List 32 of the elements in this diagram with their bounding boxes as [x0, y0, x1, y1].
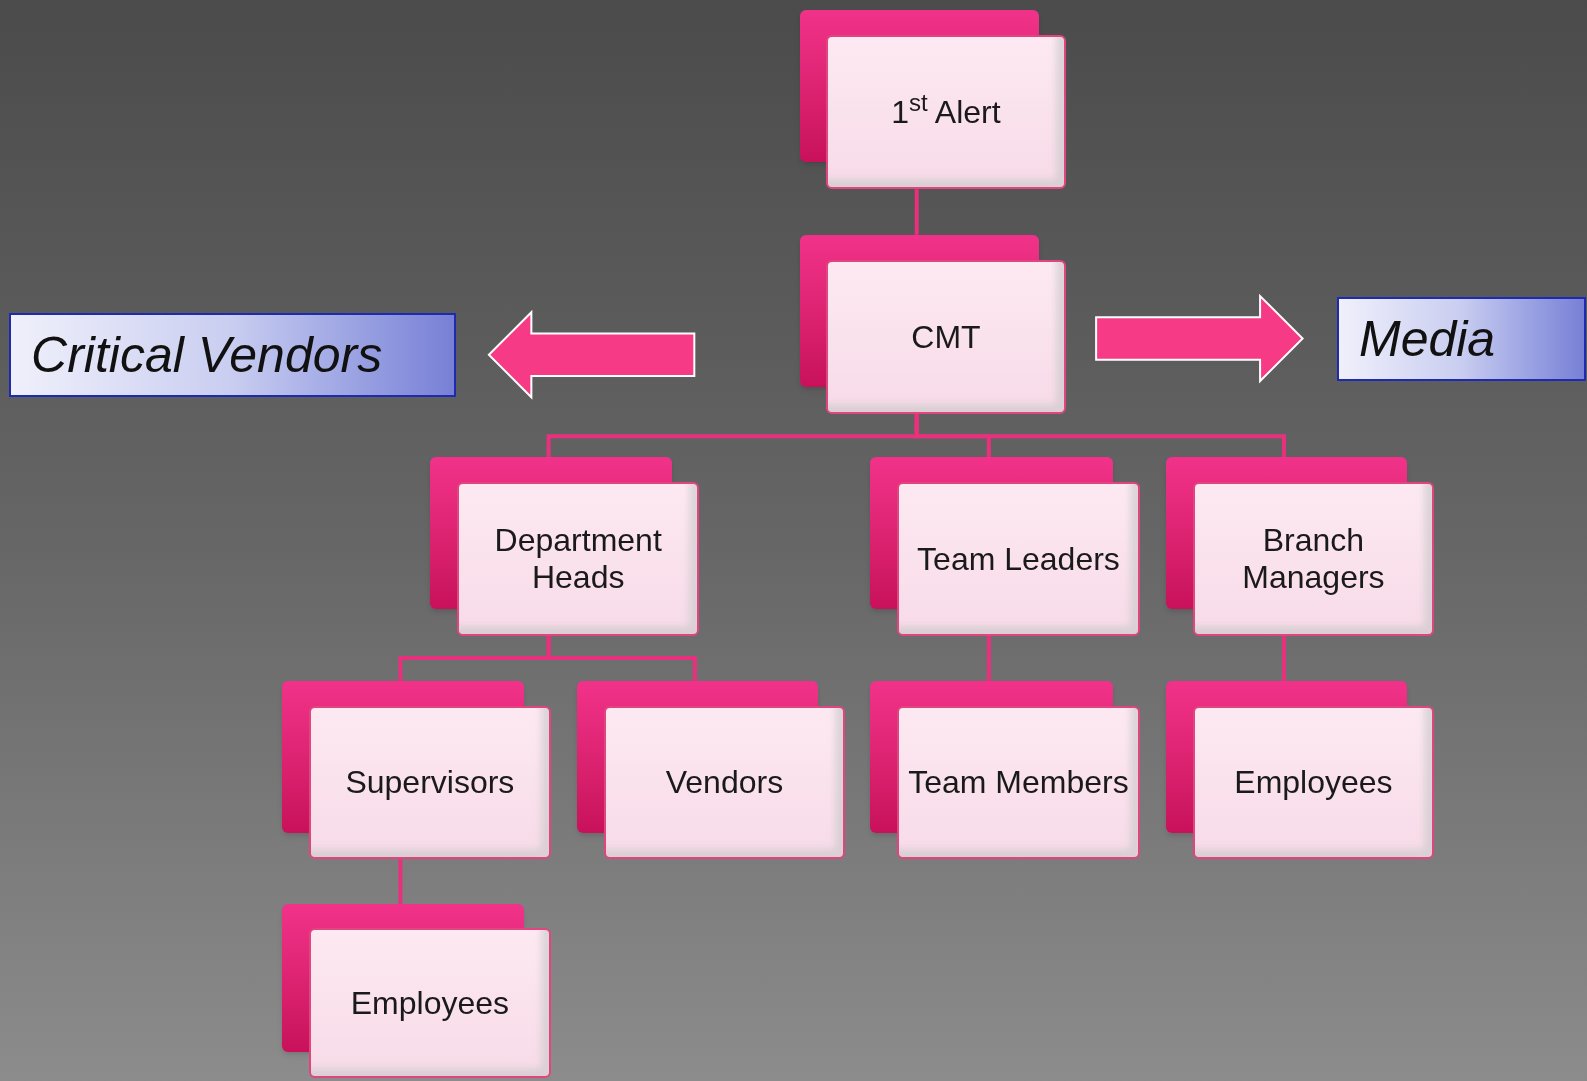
- box-label: Department Heads: [493, 522, 663, 596]
- connector-line: [986, 635, 991, 682]
- box-label: 1$^{st}$ Alert: [891, 93, 1001, 131]
- connector-line: [914, 413, 1286, 458]
- org-chart-box: [1165, 457, 1435, 636]
- label-banner: [1337, 296, 1586, 381]
- org-chart-box: [799, 10, 1066, 190]
- org-chart-box: [870, 681, 1140, 860]
- block-arrow: [1095, 293, 1304, 384]
- org-chart-box: [282, 681, 551, 860]
- connector-line: [914, 189, 919, 235]
- box-label: Team Leaders: [917, 540, 1120, 578]
- box-label: Employees: [350, 984, 510, 1022]
- org-chart-box: [1165, 681, 1435, 860]
- org-chart-box: [576, 681, 846, 860]
- connector-line: [398, 859, 403, 904]
- banner-label: Critical Vendors: [31, 329, 383, 380]
- box-label: Vendors: [665, 764, 784, 802]
- box-label: Team Members: [908, 764, 1129, 802]
- connector-line: [1281, 635, 1286, 682]
- box-label: CMT: [911, 318, 981, 356]
- box-label: Employees: [1234, 764, 1393, 802]
- org-chart-box: [799, 234, 1066, 414]
- box-label: Supervisors: [345, 764, 515, 802]
- org-chart-box: [430, 457, 700, 636]
- block-arrow: [487, 309, 696, 400]
- org-chart-box: [870, 457, 1140, 636]
- label-banner: [9, 312, 457, 397]
- box-label: Branch Managers: [1241, 522, 1386, 596]
- connector-line: [546, 635, 697, 682]
- banner-label: Media: [1359, 313, 1496, 364]
- org-chart-box: [282, 903, 551, 1078]
